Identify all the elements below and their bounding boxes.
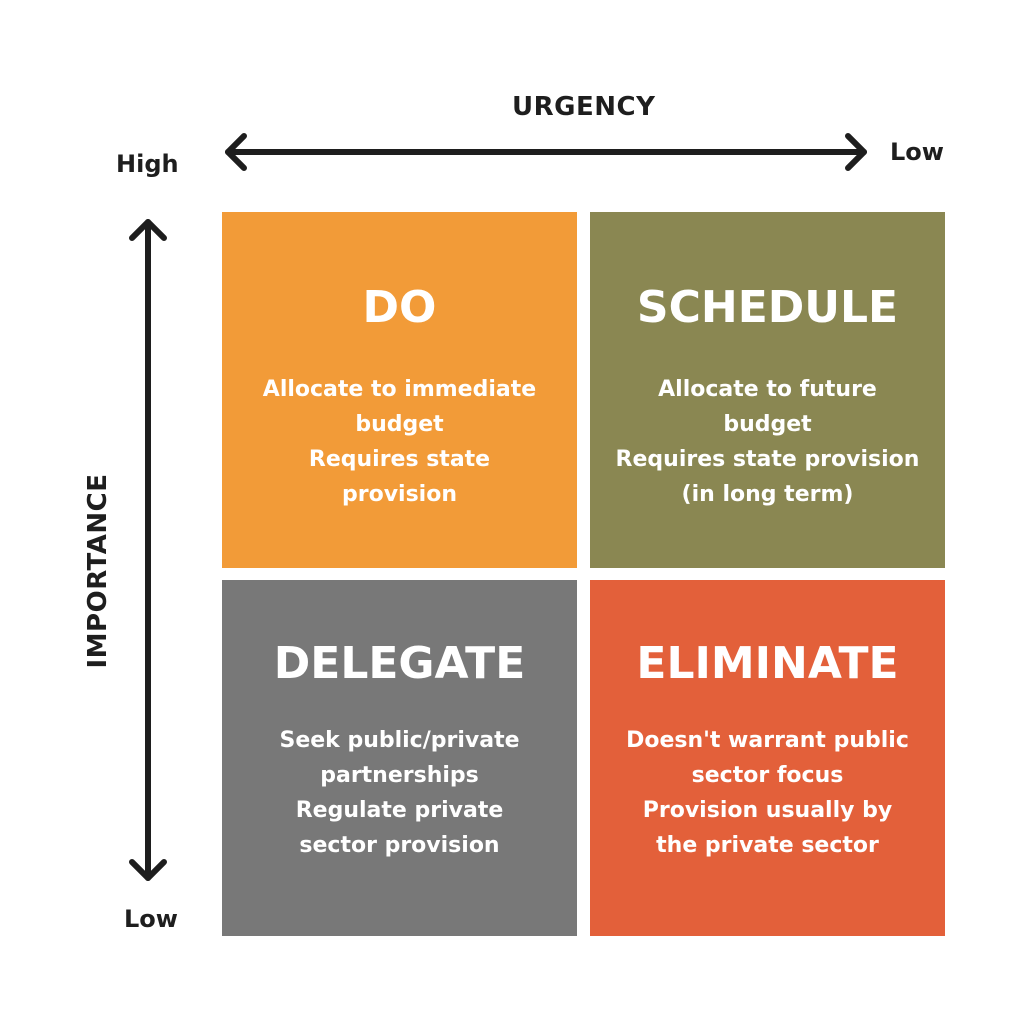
quadrant-schedule: SCHEDULE Allocate to future budget Requi…: [590, 212, 945, 568]
description-line: Requires state: [308, 447, 491, 472]
quadrant-description: Allocate to immediate budget Requires st…: [242, 372, 557, 512]
quadrant-description: Doesn't warrant public sector focus Prov…: [610, 723, 925, 863]
description-line: sector focus: [691, 763, 844, 788]
quadrant-title: ELIMINATE: [636, 638, 899, 689]
quadrant-title: SCHEDULE: [636, 282, 899, 333]
importance-arrow: [129, 219, 167, 881]
description-line: partnerships: [320, 763, 479, 788]
description-line: Regulate private: [295, 798, 504, 823]
description-line: Allocate to immediate: [262, 377, 537, 402]
quadrant-title: DO: [362, 282, 437, 333]
quadrant-description: Seek public/private partnerships Regulat…: [242, 723, 557, 863]
urgency-axis-title: URGENCY: [512, 92, 656, 122]
quadrant-description: Allocate to future budget Requires state…: [610, 372, 925, 512]
description-line: Seek public/private: [279, 728, 520, 753]
quadrant-do: DO Allocate to immediate budget Requires…: [222, 212, 577, 568]
quadrant-delegate: DELEGATE Seek public/private partnership…: [222, 580, 577, 936]
description-line: Requires state provision: [615, 447, 920, 472]
description-line: the private sector: [656, 833, 879, 858]
urgency-high-label: High: [116, 150, 179, 178]
urgency-low-label: Low: [890, 138, 944, 166]
description-line: provision: [341, 482, 457, 507]
description-line: budget: [355, 412, 444, 437]
description-line: Allocate to future: [658, 377, 877, 402]
description-line: (in long term): [681, 482, 854, 507]
description-line: Doesn't warrant public: [626, 728, 909, 753]
description-line: Provision usually by: [642, 798, 893, 823]
description-line: budget: [723, 412, 812, 437]
quadrant-title: DELEGATE: [273, 638, 526, 689]
importance-low-label: Low: [124, 905, 178, 933]
quadrant-eliminate: ELIMINATE Doesn't warrant public sector …: [590, 580, 945, 936]
urgency-arrow: [225, 133, 867, 171]
description-line: sector provision: [299, 833, 500, 858]
